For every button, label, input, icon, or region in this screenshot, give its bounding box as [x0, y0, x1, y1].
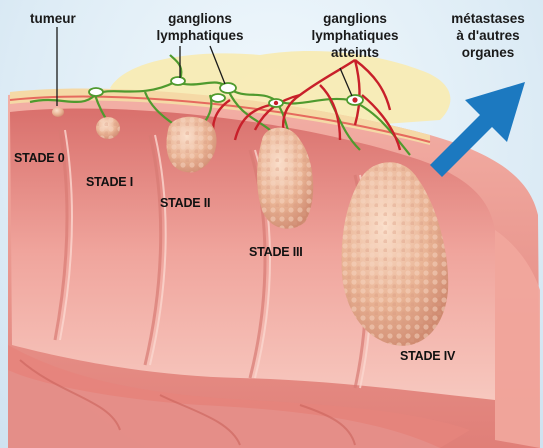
label-ganglions-atteints: ganglions lymphatiques atteints	[300, 10, 410, 61]
label-tumeur: tumeur	[30, 10, 76, 27]
tumor-stage-1	[96, 117, 120, 139]
stage-label-4: STADE IV	[400, 349, 455, 363]
label-metastases: métastases à d'autres organes	[438, 10, 538, 61]
stage-label-3: STADE III	[249, 245, 303, 259]
label-ganglions-lymphatiques: ganglions lymphatiques	[145, 10, 255, 44]
stage-label-0: STADE 0	[14, 151, 64, 165]
stage-label-1: STADE I	[86, 175, 133, 189]
stage-label-2: STADE II	[160, 196, 210, 210]
tumor-stage-0	[52, 107, 64, 117]
